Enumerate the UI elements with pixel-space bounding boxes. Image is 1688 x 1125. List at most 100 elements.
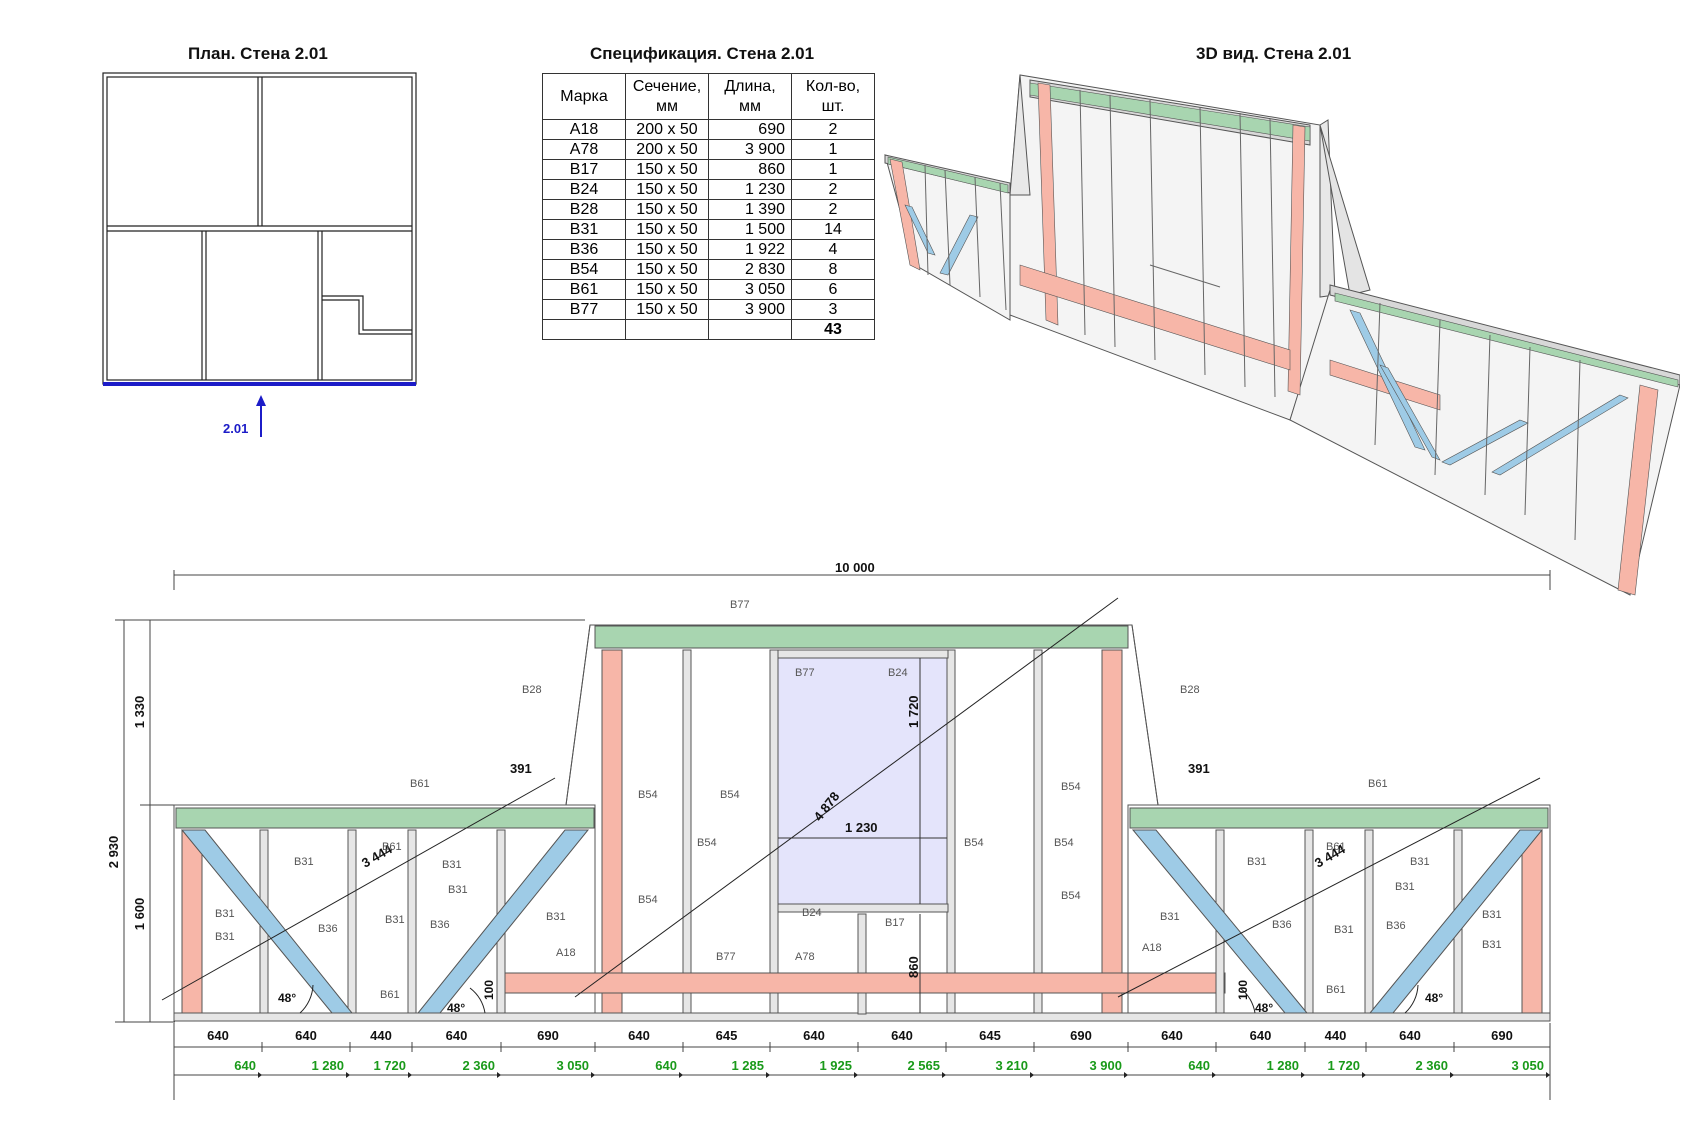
spec-cell-qty: 3: [791, 299, 875, 320]
spec-cell-qty: 2: [791, 199, 875, 220]
tag-b61-bottom-right: B61: [1326, 984, 1346, 996]
tag-b31-6: B31: [385, 914, 405, 926]
tag-b54-3: B54: [1061, 781, 1081, 793]
top-plate-center: [594, 625, 1129, 649]
spec-cell-mark: B36: [542, 239, 626, 260]
tag-b54-2: B54: [720, 789, 740, 801]
tag-a18-right: A18: [1142, 942, 1162, 954]
angle-label-1: 48°: [278, 991, 296, 1005]
spec-total-row: 43: [542, 319, 875, 340]
tag-b54-8: B54: [1061, 890, 1081, 902]
spacing-dimension-label: 440: [1325, 1028, 1347, 1043]
spec-cell-qty: 1: [791, 139, 875, 160]
top-plate-right: [1129, 807, 1549, 829]
tag-b77-top: B77: [730, 599, 750, 611]
tag-b36-2: B36: [430, 919, 450, 931]
tag-b77-window: B77: [795, 667, 815, 679]
tag-a78: A78: [795, 951, 815, 963]
spec-cell-mark: B77: [542, 299, 626, 320]
spacing-dimension-label: 640: [628, 1028, 650, 1043]
plan-wall-2-01: [103, 382, 416, 386]
tag-b54-7: B54: [638, 894, 658, 906]
tag-b36-1: B36: [318, 923, 338, 935]
tag-b31-r3: B31: [1395, 881, 1415, 893]
dimension-arrow: [346, 1072, 350, 1078]
tag-b77-beam: B77: [716, 951, 736, 963]
3d-view-title: 3D вид. Стена 2.01: [1196, 44, 1352, 63]
spec-cell-section: 200 x 50: [625, 139, 709, 160]
dimension-arrow: [854, 1072, 858, 1078]
angle-label-4: 48°: [1425, 991, 1443, 1005]
height-top-label: 1 330: [132, 696, 147, 729]
spec-cell-section: 150 x 50: [625, 199, 709, 220]
spec-cell-section: 150 x 50: [625, 159, 709, 180]
cumulative-dimension-label: 3 210: [995, 1058, 1028, 1073]
offset-right-label: 391: [1188, 761, 1210, 776]
cumulative-dimension-label: 640: [234, 1058, 256, 1073]
cumulative-dimension-label: 1 925: [819, 1058, 852, 1073]
spec-cell-length: 2 830: [708, 259, 792, 280]
dimension-arrow: [766, 1072, 770, 1078]
tag-b31-r4: B31: [1160, 911, 1180, 923]
tag-b24-top: B24: [888, 667, 908, 679]
cumulative-dimension-label: 3 050: [556, 1058, 589, 1073]
dimension-arrow: [1030, 1072, 1034, 1078]
spec-table: Марка Сечение, мм Длина, мм Кол-во, шт. …: [542, 73, 875, 340]
spacing-dimension-label: 640: [1399, 1028, 1421, 1043]
cumulative-dimension-label: 640: [655, 1058, 677, 1073]
overall-width-label: 10 000: [835, 560, 875, 575]
spec-cell-qty: 1: [791, 159, 875, 180]
cumulative-dimension-label: 2 360: [462, 1058, 495, 1073]
tag-b31-r7: B31: [1482, 939, 1502, 951]
window-opening: [777, 657, 948, 905]
end-stud-right: [1521, 829, 1543, 1014]
3d-view: [884, 74, 1680, 596]
spec-cell-length: 1 390: [708, 199, 792, 220]
spacing-dimension-label: 640: [446, 1028, 468, 1043]
spacing-dimension-label: 640: [891, 1028, 913, 1043]
brace-height-left: 100: [482, 980, 496, 1000]
brace-left-1: [180, 829, 354, 1014]
spec-cell-qty: 8: [791, 259, 875, 280]
spec-header-qty: Кол-во, шт.: [791, 73, 875, 120]
top-plate-left: [175, 807, 595, 829]
spec-cell-mark: A18: [542, 119, 626, 140]
tag-b31-4: B31: [215, 908, 235, 920]
tag-b31-7: B31: [546, 911, 566, 923]
dimension-arrow: [591, 1072, 595, 1078]
spec-empty-cell: [708, 319, 792, 340]
tag-b28-right: B28: [1180, 684, 1200, 696]
brace-height-right: 100: [1236, 980, 1250, 1000]
header-beam: [504, 972, 1226, 994]
cumulative-dimension-label: 1 280: [1266, 1058, 1299, 1073]
dimension-arrow: [258, 1072, 262, 1078]
tag-b61-right: B61: [1368, 778, 1388, 790]
tag-b61-bottom-left: B61: [380, 989, 400, 1001]
dimension-arrow: [1450, 1072, 1454, 1078]
cumulative-dimension-label: 1 280: [311, 1058, 344, 1073]
tag-b31-2: B31: [442, 859, 462, 871]
spec-cell-length: 1 230: [708, 179, 792, 200]
tag-b31-3: B31: [448, 884, 468, 896]
spec-cell-section: 150 x 50: [625, 179, 709, 200]
spec-cell-section: 150 x 50: [625, 219, 709, 240]
overall-width-dimension: [173, 570, 1551, 590]
tag-b54-1: B54: [638, 789, 658, 801]
brace-right-1: [1131, 829, 1309, 1014]
spec-cell-mark: B61: [542, 279, 626, 300]
spec-cell-mark: B24: [542, 179, 626, 200]
tag-b31-r5: B31: [1334, 924, 1354, 936]
spec-cell-length: 3 050: [708, 279, 792, 300]
spec-header-length: Длина, мм: [708, 73, 792, 120]
cumulative-dimension-label: 2 360: [1415, 1058, 1448, 1073]
spec-cell-length: 3 900: [708, 299, 792, 320]
spacing-dimension-label: 690: [1491, 1028, 1513, 1043]
spec-title: Спецификация. Стена 2.01: [590, 44, 815, 63]
